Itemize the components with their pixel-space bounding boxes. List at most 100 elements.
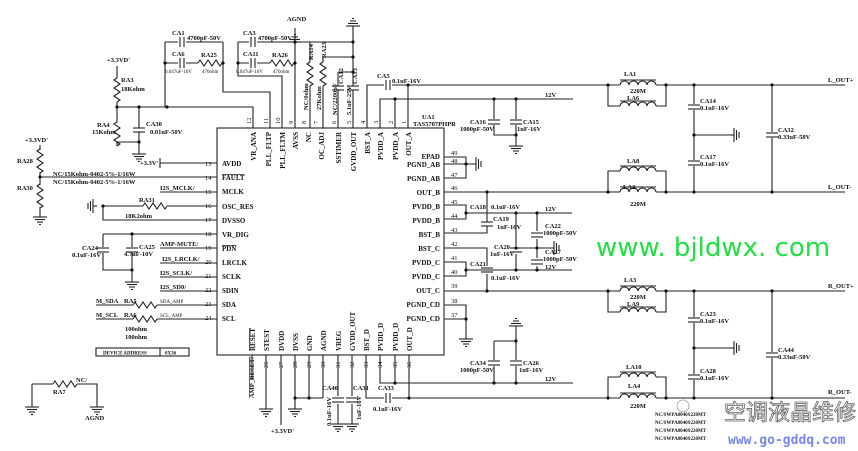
junction-dot <box>514 246 518 250</box>
wire <box>160 247 217 292</box>
label-ic-left_pins-0-name: AVDD <box>222 160 241 168</box>
junction-dot <box>101 204 105 208</box>
label-nets-sda_amp: SDA_AMP <box>160 300 184 305</box>
capacitor-ca23 <box>687 317 701 323</box>
junction-dot <box>692 289 696 293</box>
label-components-ca33-value: 0.1uF-16V <box>373 406 402 413</box>
label-components-ca21-value: 0.1uF-16V <box>491 275 520 282</box>
label-ic-left_pins-1-num: 14 <box>205 175 212 182</box>
junction-dot <box>221 61 225 65</box>
label-ic-right_pins-12-name: PGND_CD <box>407 315 440 323</box>
label-ic-top_pins-10-num: 2 <box>388 121 395 124</box>
junction-dot <box>307 396 311 400</box>
label-ic-bottom_pins-4-name: GND <box>306 335 314 351</box>
label-components-ra6-value: 100ohm <box>125 334 148 341</box>
label-components-ca32-ref: CA32 <box>778 127 794 134</box>
label-nets-v33: +3.3V' <box>140 160 159 167</box>
label-ic-top_pins-2-num: 10 <box>275 118 282 125</box>
junction-dot <box>606 396 610 400</box>
label-bom_notes-0: NC/SWPA8040S220MT <box>655 413 707 418</box>
junction-dot <box>393 381 397 385</box>
label-components-ra14-ref: RA14 <box>308 43 315 60</box>
junction-dot <box>514 339 518 343</box>
label-ic-right_pins-2-name: PGND_AB <box>407 175 440 183</box>
channel-a-power: CA5 0.1uF-16V 12V CA16 1000pF-50V CA15 1… <box>366 73 845 155</box>
label-components-ca26-ref: CA26 <box>523 360 540 367</box>
label-components-ca1-ref: CA1 <box>172 30 185 37</box>
label-ic-right_pins-8-name: PVDD_C <box>412 259 440 267</box>
label-ic-top_pins-7-num: 5 <box>346 121 353 124</box>
label-ic-top_pins-8-name: BST_A <box>364 132 372 154</box>
junction-dot <box>514 211 518 215</box>
label-components-ra23-ref: RA23 <box>321 41 328 58</box>
label-ic-right_pins-8-num: 41 <box>451 255 458 262</box>
label-components-ra5-ref: RA5 <box>124 298 137 305</box>
junction-dot <box>464 268 468 272</box>
junction-dot <box>130 268 134 272</box>
label-components-ca17-ref: CA17 <box>700 154 717 161</box>
junction-dot <box>130 232 134 236</box>
label-components-ra3-ref: RA3 <box>121 77 134 84</box>
wire <box>607 84 667 107</box>
label-ic-left_pins-11-name: SCL <box>222 315 236 323</box>
label-ic-bottom_pins-2-name: DVDD <box>278 331 286 351</box>
resistor-ra25 <box>197 59 223 67</box>
ground-icon <box>124 277 140 291</box>
label-ic-right_pins-6-num: 43 <box>451 227 458 234</box>
label-nets-v12: 12V <box>545 92 557 99</box>
label-components-ca12-ref: CA12 <box>338 68 345 84</box>
capacitor-ca22 <box>530 232 544 238</box>
capacitor-ca32 <box>765 132 779 138</box>
label-nets-lrclk: I2S_LRCLK/ <box>162 256 200 263</box>
capacitor-ca6 <box>179 57 185 69</box>
label-ic-right_pins-9-name: PVDD_C <box>412 273 440 281</box>
ground-icon <box>24 402 40 416</box>
label-ic-top_pins-6-num: 6 <box>331 120 338 124</box>
junction-dot <box>485 190 489 194</box>
resistor-ra28 <box>36 148 44 174</box>
label-components-ca31-value: 1uF-16V <box>356 396 363 421</box>
label-components-ra30-value: NC/15Kohm-0402-5%-1/16W <box>53 179 136 186</box>
junction-dot <box>606 83 610 87</box>
junction-dot <box>664 190 668 194</box>
ground-icon <box>32 212 48 226</box>
junction-dot <box>514 381 518 385</box>
label-ic-right_pins-11-name: PGND_CD <box>407 301 440 309</box>
ra7-network: RA7 NC/ AGND <box>24 377 105 422</box>
label-nets-m_scl: M_SCL <box>96 312 119 319</box>
label-nets-m_sda: M_SDA <box>96 298 119 305</box>
label-components-ca3-ref: CA3 <box>243 30 256 37</box>
junction-dot <box>406 83 410 87</box>
junction-dot <box>535 268 539 272</box>
ic-right-pins: EPAD PGND_AB PGND_AB OUT_B PVDD_B PVDD_B… <box>407 153 441 323</box>
label-ic-left_pins-10-name: SDA <box>222 301 236 309</box>
device-address-label: DEVICE ADDRESS <box>103 352 147 357</box>
ground-icon <box>729 127 740 143</box>
label-nets-scl_amp: SCL_AMP <box>160 314 183 319</box>
wire <box>607 170 667 193</box>
label-ic-right_pins-1-num: 48 <box>451 158 458 165</box>
label-ic-left_pins-0-num: 13 <box>205 161 212 168</box>
net-l-out-minus: L_OUT- <box>828 184 851 191</box>
site-logo: 空调液晶维修 www.go-gddq.com <box>676 399 856 448</box>
wire <box>493 330 517 383</box>
label-ic-left_pins-5-name: VR_DIG <box>222 231 249 239</box>
junction-dot <box>692 346 696 350</box>
label-ic-left_pins-4-name: DVSSO <box>222 217 246 225</box>
label-components-ca28-ref: CA28 <box>700 368 717 375</box>
junction-dot <box>464 162 468 166</box>
label-nets-amp_reset: AMP_RESET/ <box>249 357 256 398</box>
junction-dot <box>38 175 42 179</box>
junction-dot <box>351 55 355 59</box>
label-components-ra31-ref: RA31 <box>139 197 155 204</box>
capacitor-ca44 <box>765 352 779 358</box>
label-nets-v33d_bottom: +3.3VD' <box>271 428 294 435</box>
label-ic-right_pins-6-name: BST_B <box>419 231 441 239</box>
label-ic-right_pins-10-name: OUT_C <box>416 287 440 295</box>
label-components-ca28-value: 0.1uF-16V <box>700 375 729 382</box>
label-components-ca30-value: 0.01uF-50V <box>150 129 183 136</box>
label-ic-right_pins-5-num: 44 <box>451 213 458 220</box>
junction-dot <box>351 40 355 44</box>
junction-dot <box>692 133 696 137</box>
